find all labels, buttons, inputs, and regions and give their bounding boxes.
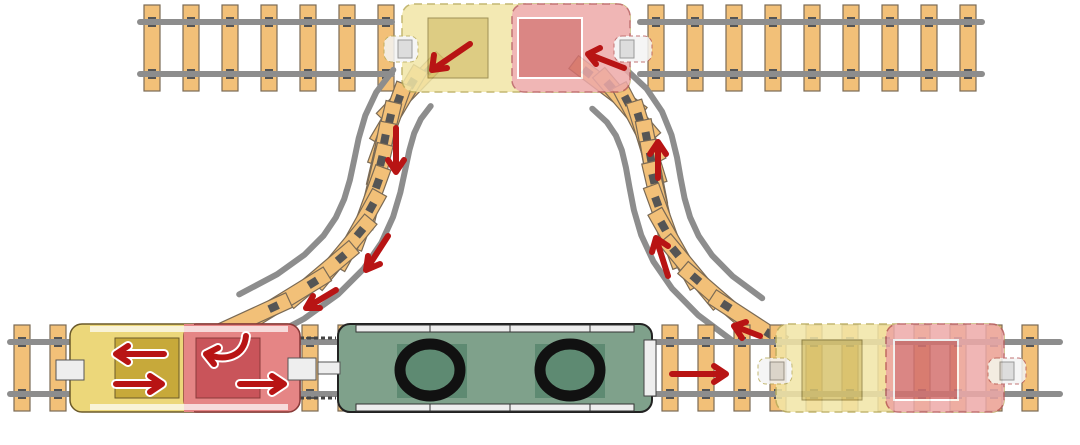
- arrow-top-left: [429, 41, 473, 73]
- arrow-left-curve-2: [363, 233, 391, 273]
- arrow-right-curve-1: [647, 139, 669, 181]
- ghost-railcar-right: [757, 323, 1027, 413]
- sleeper: [661, 324, 679, 412]
- sleeper: [803, 4, 821, 92]
- sleeper: [686, 4, 704, 92]
- right-curved-track: [568, 54, 790, 352]
- arrow-car-left: [113, 343, 167, 365]
- sleeper: [13, 324, 31, 412]
- sleeper: [299, 4, 317, 92]
- sleeper: [182, 4, 200, 92]
- arrow-left-curve-3: [303, 287, 339, 311]
- sleeper: [842, 4, 860, 92]
- sleeper: [881, 4, 899, 92]
- sleeper: [764, 4, 782, 92]
- sleeper: [725, 4, 743, 92]
- sleeper: [221, 4, 239, 92]
- left-curved-track: [206, 50, 449, 345]
- ghost-railcar-top: [383, 3, 653, 93]
- sleeper: [143, 4, 161, 92]
- sleeper: [959, 4, 977, 92]
- arrow-car-right: [113, 373, 165, 395]
- arrow-locomotive-right: [669, 363, 729, 385]
- sleeper: [338, 4, 356, 92]
- locomotive: [337, 323, 657, 413]
- locomotive-wheel-right: [534, 338, 606, 402]
- sleeper: [697, 324, 715, 412]
- arrow-right-curve-3: [731, 319, 763, 341]
- arrow-car-turn: [203, 333, 249, 367]
- active-railcar: [55, 323, 317, 413]
- arrow-left-curve-1: [385, 125, 407, 175]
- direction-arrows: [111, 41, 763, 397]
- coupling: [300, 336, 341, 400]
- locomotive-wheel-left: [394, 338, 466, 402]
- arrow-top-right: [585, 45, 627, 71]
- top-straight-track: [137, 4, 985, 92]
- sleeper: [260, 4, 278, 92]
- arrow-car-coupler: [237, 373, 287, 395]
- sleeper: [920, 4, 938, 92]
- arrow-right-curve-2: [649, 235, 671, 279]
